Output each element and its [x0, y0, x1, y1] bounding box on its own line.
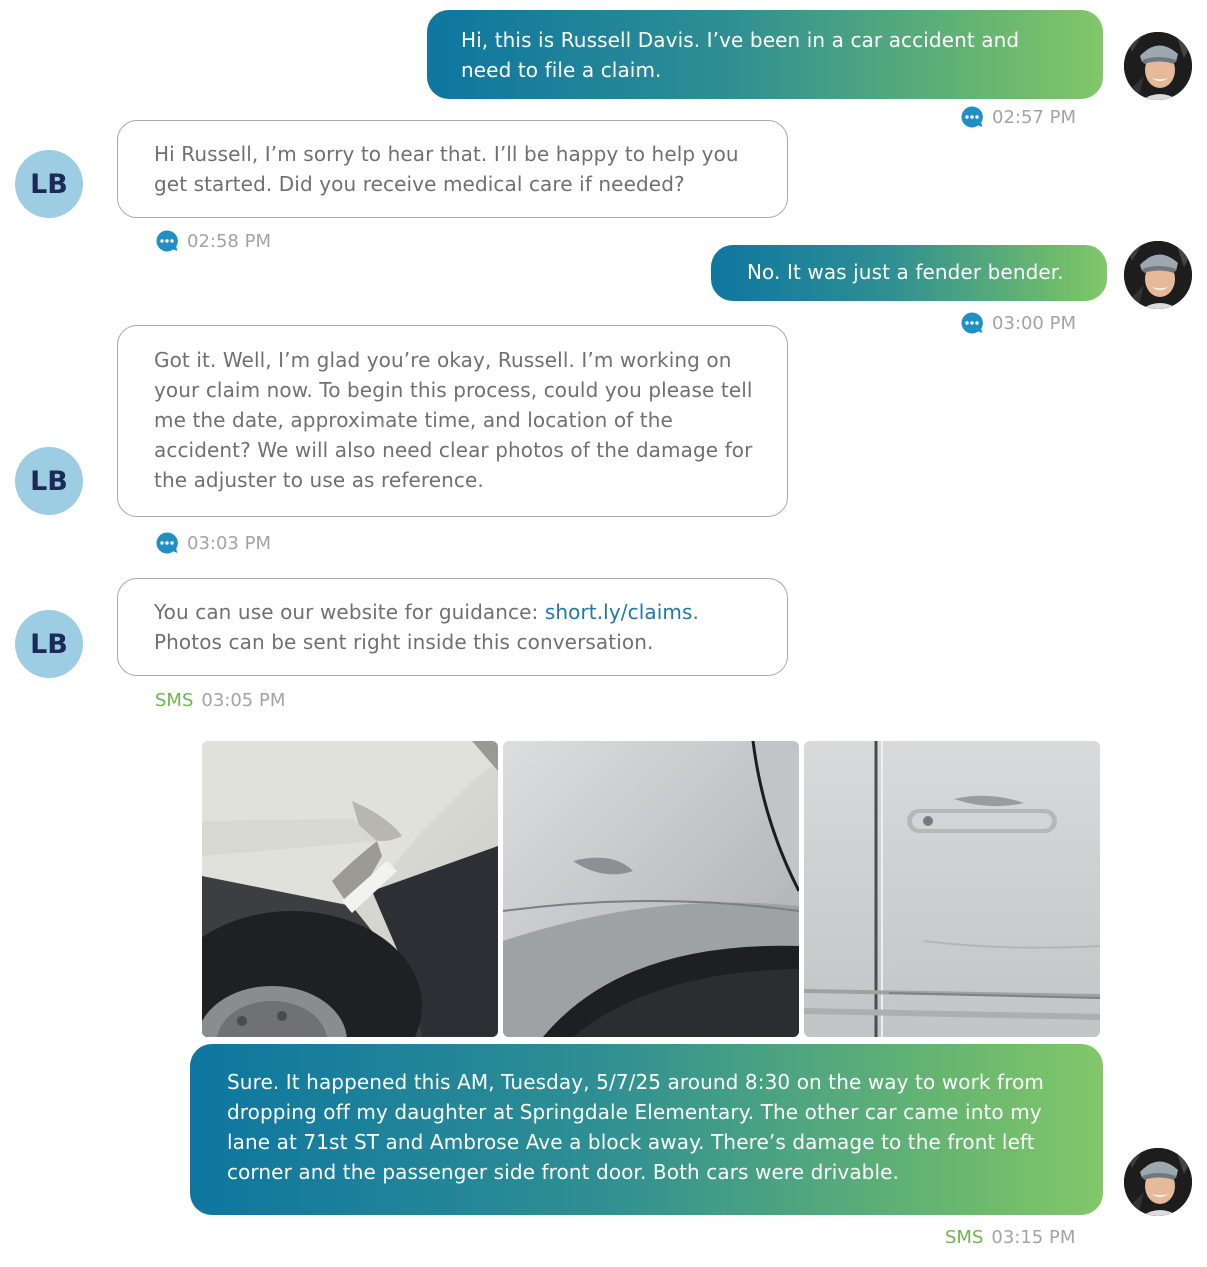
chat-bubble-dots-icon — [960, 105, 984, 129]
outgoing-message-bubble: No. It was just a fender bender. — [711, 245, 1107, 301]
message-text: . Photos can be sent right inside this c… — [154, 600, 699, 654]
incoming-message-bubble: You can use our website for guidance: sh… — [117, 578, 788, 676]
agent-avatar[interactable]: LB — [15, 447, 83, 515]
chat-bubble-dots-icon — [155, 531, 179, 555]
incoming-message-bubble: Hi Russell, I’m sorry to hear that. I’ll… — [117, 120, 788, 218]
incoming-message-bubble: Got it. Well, I’m glad you’re okay, Russ… — [117, 325, 788, 517]
message-text: Hi Russell, I’m sorry to hear that. I’ll… — [154, 142, 739, 196]
timestamp: 03:05 PM — [201, 690, 286, 711]
message-meta: 02:57 PM — [960, 105, 1076, 129]
user-avatar[interactable] — [1124, 241, 1192, 309]
timestamp: 02:58 PM — [187, 230, 271, 252]
damage-photo-image — [804, 741, 1100, 1037]
message-meta: SMS 03:15 PM — [945, 1227, 1075, 1248]
damage-photo-image — [503, 741, 799, 1037]
message-text: No. It was just a fender bender. — [747, 260, 1064, 284]
timestamp: 03:00 PM — [992, 312, 1076, 334]
agent-initials: LB — [30, 465, 68, 497]
message-meta: 03:03 PM — [155, 531, 271, 555]
attachment-photo-front-corner[interactable] — [202, 741, 498, 1037]
message-text: You can use our website for guidance: — [154, 600, 545, 624]
agent-avatar[interactable]: LB — [15, 150, 83, 218]
attachment-photo-door[interactable] — [804, 741, 1100, 1037]
outgoing-message-bubble: Sure. It happened this AM, Tuesday, 5/7/… — [190, 1044, 1103, 1215]
message-meta: 03:00 PM — [960, 311, 1076, 335]
claims-link[interactable]: short.ly/claims — [544, 600, 693, 624]
outgoing-message-bubble: Hi, this is Russell Davis. I’ve been in … — [427, 10, 1103, 99]
channel-label: SMS — [945, 1227, 984, 1248]
agent-initials: LB — [30, 628, 68, 660]
timestamp: 03:15 PM — [991, 1227, 1076, 1248]
channel-label: SMS — [155, 690, 194, 711]
message-meta: 02:58 PM — [155, 229, 271, 253]
message-text: Sure. It happened this AM, Tuesday, 5/7/… — [227, 1070, 1044, 1184]
message-text: Got it. Well, I’m glad you’re okay, Russ… — [154, 348, 753, 492]
chat-bubble-dots-icon — [960, 311, 984, 335]
attachment-photo-rear-panel[interactable] — [503, 741, 799, 1037]
message-meta: SMS 03:05 PM — [155, 690, 285, 711]
damage-photo-image — [202, 741, 498, 1037]
message-text: Hi, this is Russell Davis. I’ve been in … — [461, 28, 1020, 82]
user-photo-icon — [1124, 241, 1192, 309]
user-avatar[interactable] — [1124, 32, 1192, 100]
agent-initials: LB — [30, 168, 68, 200]
agent-avatar[interactable]: LB — [15, 610, 83, 678]
chat-bubble-dots-icon — [155, 229, 179, 253]
timestamp: 03:03 PM — [187, 532, 271, 554]
user-photo-icon — [1124, 1148, 1192, 1216]
user-photo-icon — [1124, 32, 1192, 100]
timestamp: 02:57 PM — [992, 106, 1076, 128]
user-avatar[interactable] — [1124, 1148, 1192, 1216]
